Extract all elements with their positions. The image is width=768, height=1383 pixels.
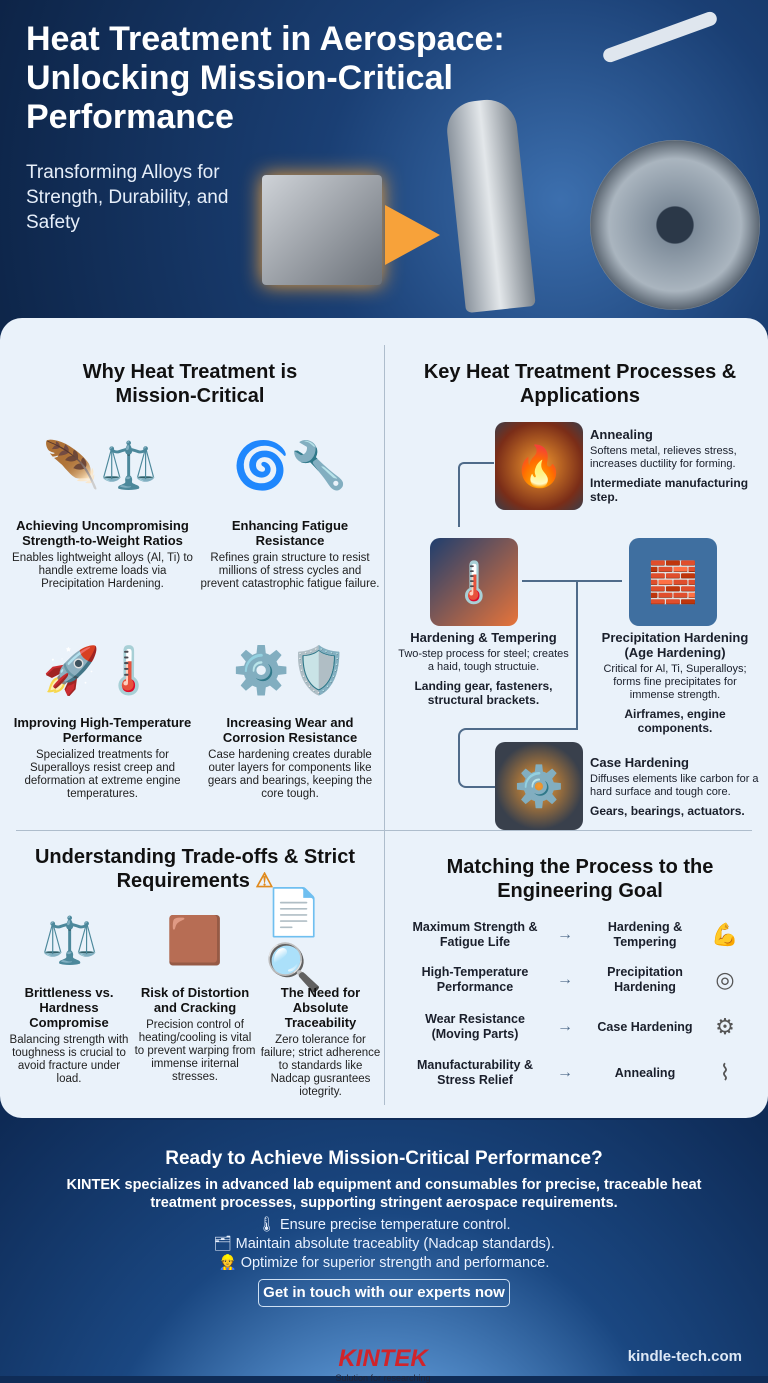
muscle-icon: 💪	[711, 922, 739, 947]
match-row: Wear Resistance (Moving Parts)→Case Hard…	[405, 1007, 755, 1047]
processes-title: Key Heat Treatment Processes & Applicati…	[423, 361, 737, 407]
arrow-icon: →	[557, 1018, 573, 1035]
precipitate-beam-icon: 🧱	[629, 538, 717, 626]
jet-engine-illustration	[590, 140, 760, 310]
bullet-item: 🗂 Maintain absolute traceablity (Nadcap …	[213, 1236, 555, 1252]
bullet-item: 👷 Optimize for superior strength and per…	[218, 1255, 550, 1271]
divider	[16, 830, 752, 831]
airplane-icon	[601, 9, 719, 65]
jet-engine-thermometer-icon: 🚀🌡️	[42, 643, 158, 696]
furnace-icon: 🔥	[495, 422, 583, 510]
tradeoffs-title: Understanding Trade-offs & Strict Requir…	[34, 846, 356, 892]
warped-plate-icon: 🟫	[166, 913, 224, 966]
flow-arrow	[522, 580, 622, 582]
arrow-icon	[385, 205, 440, 265]
spring-wrench-icon: 🌀🔧	[232, 438, 348, 491]
arrow-icon: →	[557, 971, 573, 988]
cta-text: KINTEK specializes in advanced lab equip…	[66, 1177, 702, 1211]
why-title: Why Heat Treatment is Mission-Critical	[82, 361, 298, 407]
divider	[384, 345, 385, 1105]
process-precipitation-hardening: Precipitation Hardening (Age Hardening)C…	[601, 630, 749, 735]
balance-feather-weight-icon: 🪶⚖️	[42, 438, 158, 491]
document-magnifier-icon: 📄🔍	[265, 886, 323, 993]
gear-shield-icon: ⚙️🛡️	[232, 643, 348, 696]
scale-icon: ⚖️	[41, 913, 99, 966]
gear-cycle-icon: ⚙	[715, 1014, 735, 1039]
gear-spark-icon: ⚙️	[495, 742, 583, 830]
match-row: Manufacturability & Stress Relief→Anneal…	[405, 1053, 755, 1093]
matching-title: Matching the Process to the Engineering …	[446, 856, 714, 902]
bent-metal-icon: ⌇	[719, 1060, 731, 1085]
flow-arrow	[458, 580, 578, 730]
subtitle: Transforming Alloys for Strength, Durabi…	[26, 162, 229, 233]
turbine-icon: ◎	[715, 967, 735, 992]
why-item: Increasing Wear and Corrosion Resistance…	[207, 715, 373, 800]
flow-arrow	[458, 462, 494, 527]
main-title: Heat Treatment in Aerospace: Unlocking M…	[26, 20, 505, 136]
metal-cube-illustration	[262, 175, 382, 285]
quench-bar-icon: 🌡️	[430, 538, 518, 626]
match-row: High-Temperature Performance→Precipitati…	[405, 960, 755, 1000]
website-link[interactable]: kindle-tech.com	[627, 1348, 742, 1365]
bullet-item: 🌡 Ensure precise temperature control.	[257, 1217, 511, 1233]
arrow-icon: →	[557, 926, 573, 943]
why-item: Achieving Uncompromising Strength-to-Wei…	[12, 518, 193, 590]
hero-banner: Heat Treatment in Aerospace: Unlocking M…	[0, 0, 768, 330]
footer-cta: Ready to Achieve Mission-Critical Perfor…	[0, 1120, 768, 1383]
match-row: Maximum Strength & Fatigue Life→Hardenin…	[405, 915, 755, 955]
cta-title: Ready to Achieve Mission-Critical Perfor…	[165, 1148, 603, 1169]
arrow-icon: →	[557, 1064, 573, 1081]
contact-experts-button[interactable]: Get in touch with our experts now	[258, 1279, 510, 1307]
warning-icon: ⚠	[255, 870, 274, 892]
